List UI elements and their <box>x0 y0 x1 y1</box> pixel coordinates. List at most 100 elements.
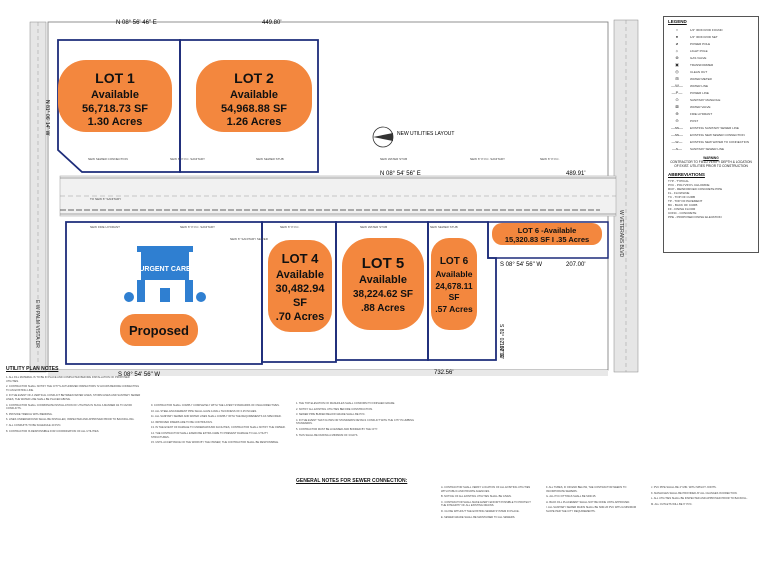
note-item: A. CONTRACTOR SHALL VERIFY LOCATION OF A… <box>441 486 531 493</box>
lot-5-badge[interactable]: LOT 5 Available 38,224.62 SF .88 Acres <box>342 238 424 330</box>
bearing-lot6-south: S 08° 54' 56" W <box>500 262 542 268</box>
note-item: 4. IN THE EVENT THAT FLOWS OR STANDARDS … <box>296 418 414 426</box>
bearing-left-vertical: N 81° 06' 14" W <box>44 100 50 136</box>
lot-2-area: 54,968.88 SF <box>221 103 287 115</box>
notes-section: UTILITY PLAN NOTES GENERAL NOTES FOR SEW… <box>6 366 758 584</box>
legend-row: ●1/2" IRON ROD SET <box>664 33 758 40</box>
note-item: 6. LINES UNDERGROUND SHALL BE INSTALLED,… <box>6 418 135 422</box>
svg-text:NEW 6" SANITARY SEWER: NEW 6" SANITARY SEWER <box>230 237 269 241</box>
warning-title: WARNING <box>703 156 719 160</box>
legend-symbol-icon: ⊠ <box>675 104 679 109</box>
note-item: J. PVC PIPE SHALL BE 4" MIN. WITH SPIGOT… <box>651 486 717 489</box>
annotations: NEW SEWER CONNECTION NEW 6" P.V.C. SANIT… <box>88 157 560 241</box>
warning-text: CONTRACTOR TO FIELD VERIFY DEPTH & LOCAT… <box>670 160 752 168</box>
urgent-care-icon: URGENT CARE <box>124 246 206 302</box>
note-item: H. BACK FILL PLACEMENT SHALL NOT BE DONE… <box>546 500 630 504</box>
bearing-east-vertical-dist: 160.00' <box>498 343 504 359</box>
lot-4-acres: .70 Acres <box>276 311 325 323</box>
legend-symbol-icon: ○ <box>675 27 679 32</box>
svg-text:NEW 6" P.V.C. SANITARY: NEW 6" P.V.C. SANITARY <box>470 157 505 161</box>
legend-label: WATER LINE <box>690 83 709 88</box>
legend-label: GAS VALVE <box>690 55 707 60</box>
utility-notes-title: UTILITY PLAN NOTES <box>6 366 59 372</box>
urgent-care-sign: URGENT CARE <box>139 266 191 273</box>
legend-row: ⊖POST <box>664 117 758 124</box>
legend-label: SANITARY MANHOLE <box>690 97 721 102</box>
legend-row: —ss—EXISTING SANITARY SEWER LINE <box>664 124 758 131</box>
note-item: K. MANHOLES SHALL BE PROVIDED AT ALL CHA… <box>651 491 738 495</box>
note-item: 7. ALL CONDUITS TO BE SCHEDULE 40 PVC. <box>6 423 62 427</box>
abbreviation-item: FL - FLOWLINE <box>668 191 690 195</box>
lot-1-area: 56,718.73 SF <box>82 103 148 115</box>
legend-row: —P—POWER LINE <box>664 89 758 96</box>
legend-symbol-icon: ⊕ <box>675 111 679 116</box>
legend-symbol-icon: —P— <box>671 90 683 95</box>
legend-label: WATER METER <box>690 76 712 81</box>
svg-text:NEW SEWER STUB: NEW SEWER STUB <box>430 225 458 229</box>
south-road <box>48 370 608 376</box>
legend-row: ☼LIGHT POLE <box>664 47 758 54</box>
note-item: B. NOTICE OF ALL EXISTING UTILITIES SHAL… <box>441 495 512 499</box>
street-east: W VETERANS BLVD <box>618 210 624 258</box>
note-item: 3. IN THE EVENT OF A VERTICAL CONFLICT B… <box>6 394 141 401</box>
note-item: L. ALL UTILITIES SHALL BE INSPECTED AND … <box>651 497 748 501</box>
legend-label: SANITARY SEWER LINE <box>690 146 725 151</box>
legend-panel: LEGEND ○1/2" IRON ROD FOUND●1/2" IRON RO… <box>663 16 759 253</box>
svg-text:NEW 6" P.V.C. SANITARY: NEW 6" P.V.C. SANITARY <box>170 157 205 161</box>
legend-symbol-icon: ⊖ <box>675 118 679 123</box>
abbreviation-item: CONC - CONCRETE <box>668 211 697 215</box>
bearing-bottom: S 08° 54' 56" W <box>118 372 160 378</box>
lot-3-outline <box>65 221 263 365</box>
svg-text:TO NEW 6" SANITARY: TO NEW 6" SANITARY <box>90 197 121 201</box>
lot-1-acres: 1.30 Acres <box>88 116 143 128</box>
legend-row: ⊗GAS VALVE <box>664 54 758 61</box>
legend-symbol-icon: ⊙ <box>675 97 679 102</box>
abbreviation-item: TYP - TYPICAL <box>668 179 689 183</box>
lot-4-name: LOT 4 <box>282 251 320 266</box>
note-item: 2. NOTIFY ALL EXISTING UTILITIES BEFORE … <box>296 407 373 411</box>
svg-text:NEW WATER STUB: NEW WATER STUB <box>380 157 407 161</box>
proposed-label: Proposed <box>129 323 189 338</box>
abbreviation-item: PPE - PROPOSED FINISH ELEVATION <box>668 215 722 219</box>
legend-label: EXISTING NEW SEWER CONNECTION <box>690 132 745 137</box>
legend-row: —ss—EXISTING NEW SEWER CONNECTION <box>664 131 758 138</box>
bearing-lot6-south-dist: 207.00' <box>566 262 586 268</box>
lot-6b-badge[interactable]: LOT 6 -Available 15,320.83 SF I .35 Acre… <box>492 223 602 245</box>
lot-2-outline <box>179 39 319 173</box>
svg-text:NEW WATER STUB: NEW WATER STUB <box>360 225 387 229</box>
legend-symbol-icon: ◎ <box>675 69 679 74</box>
lot-4-area-unit: SF <box>293 297 307 309</box>
bearing-middle: N 08° 54' 56" E <box>380 171 421 177</box>
svg-text:NEW 6" P.V.C.: NEW 6" P.V.C. <box>280 225 300 229</box>
lot-1-badge[interactable]: LOT 1 Available 56,718.73 SF 1.30 Acres <box>58 60 172 132</box>
note-item: 5. CONTRACTOR MUST BE LICENSED AND BONDE… <box>296 427 378 431</box>
lot-2-acres: 1.26 Acres <box>227 116 282 128</box>
note-item: 10. ALL STEEL ENCASEMENT PIPE SHALL HAVE… <box>151 409 257 413</box>
legend-label: WATER VALVE <box>690 104 711 109</box>
abbreviation-item: PVC - POLYVINYL CHLORIDE <box>668 183 710 187</box>
legend-row: ◎CLEAN OUT <box>664 68 758 75</box>
note-item: 9. CONTRACTOR SHALL COMPLY COMPLETELY WI… <box>151 404 280 407</box>
lot-2-badge[interactable]: LOT 2 Available 54,968.88 SF 1.26 Acres <box>196 60 312 132</box>
note-item: 13. IN THE EVENT OF DAMAGE TO UNDERGROUN… <box>151 426 286 430</box>
note-item: C. CONTRACTOR SHALL MAKE EVERY EFFORT PO… <box>441 500 531 508</box>
bearing-east-vertical: S 81° 02' 07" E <box>498 324 504 358</box>
note-item: F. ALL TUBES, IF OR END BELOW, THE CONTR… <box>546 486 627 493</box>
abbreviations-title: ABBREVIATIONS <box>668 172 705 177</box>
lot-6-badge[interactable]: LOT 6 Available 24,678.11 SF .57 Acres <box>431 238 477 330</box>
lot-6b-outline <box>487 221 609 259</box>
note-item: 3. SEWER PIPE BURIED BELOW GRADE SHALL B… <box>296 413 366 417</box>
proposed-badge: Proposed <box>120 314 198 346</box>
lot-6-status: Available <box>435 269 472 279</box>
legend-label: LIGHT POLE <box>690 48 708 53</box>
lot-6b-name: LOT 6 -Available <box>518 226 577 235</box>
legend-symbol-icon: —w— <box>671 139 683 144</box>
lot-6-acres: .57 Acres <box>435 304 473 314</box>
lot-5-area: 38,224.62 SF <box>353 289 413 300</box>
lot-6b-area: 15,320.83 SF I .35 Acres <box>505 235 589 244</box>
notes-column-3: 1. THE TOP ELEVATION OF MANHOLES SHALL C… <box>296 402 431 439</box>
legend-row: ▣TRANSFORMER <box>664 61 758 68</box>
lot-4-badge[interactable]: LOT 4 Available 30,482.94 SF .70 Acres <box>268 240 332 332</box>
legend-symbol-icon: ● <box>675 34 679 39</box>
svg-text:NEW SEWER CONNECTION: NEW SEWER CONNECTION <box>88 157 128 161</box>
